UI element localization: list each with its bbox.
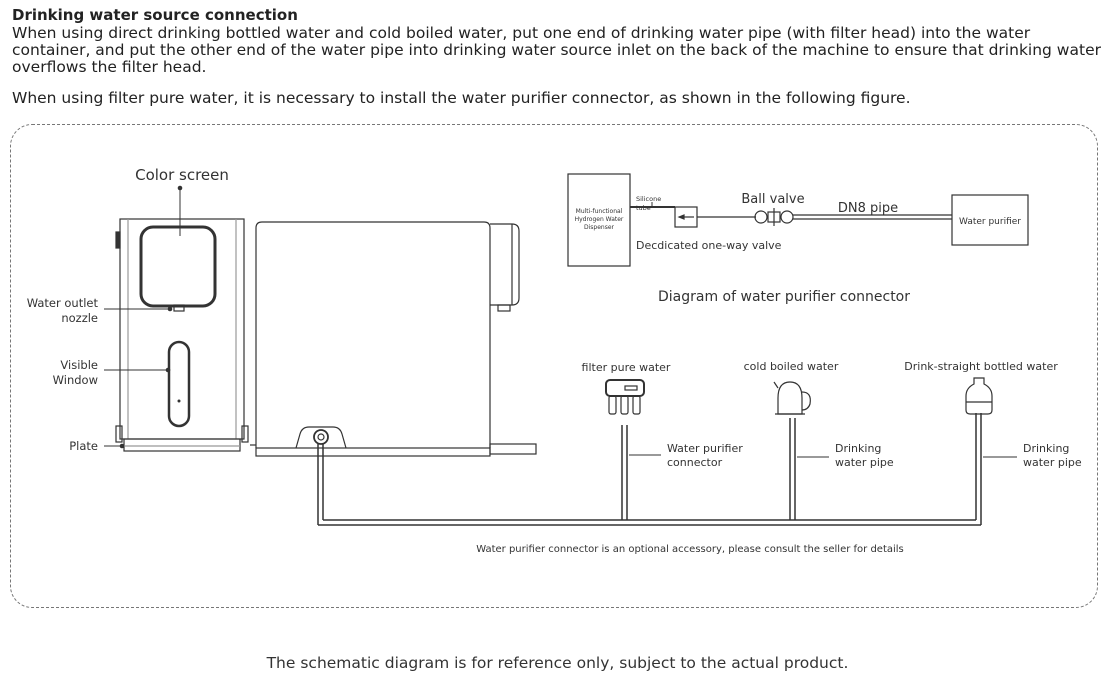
drinking-water-pipes: [317, 413, 982, 526]
window-label-line2: Window: [53, 373, 98, 387]
pipe-label-2-line1: Drinking: [1023, 442, 1069, 455]
dispenser-label-line3: Dispenser: [584, 224, 615, 231]
diagram-frame: [10, 124, 1098, 608]
purifier-diagram-caption: Diagram of water purifier connector: [658, 289, 910, 305]
plate-label: Plate: [69, 439, 98, 453]
color-screen-label: Color screen: [135, 166, 229, 184]
one-way-valve-label: Decdicated one-way valve: [636, 239, 782, 252]
bottled-water-label: Drink-straight bottled water: [904, 360, 1058, 373]
outlet-label-line1: Water outlet: [27, 296, 99, 310]
leader-lines: [104, 188, 1017, 458]
outlet-label-line2: nozzle: [61, 311, 98, 325]
ball-valve-label: Ball valve: [741, 192, 804, 207]
pipe-label-1-line2: water pipe: [835, 456, 894, 469]
water-purifier-label: Water purifier: [959, 217, 1021, 227]
pipe-label-2-line2: water pipe: [1023, 456, 1082, 469]
silicone-label-line2: tube: [636, 204, 651, 212]
section-heading: Drinking water source connection: [12, 6, 298, 24]
purifier-connector-diagram: [567, 173, 1029, 267]
dispenser-label-line1: Multi-functional: [576, 208, 623, 215]
connector-label-line1: Water purifier: [667, 442, 743, 455]
window-label-line1: Visible: [60, 358, 98, 372]
bottle-icon: [965, 377, 993, 415]
cold-boiled-water-label: cold boiled water: [744, 360, 839, 373]
instruction-paragraph-bottled: When using direct drinking bottled water…: [12, 24, 1101, 76]
instruction-paragraph-purifier: When using filter pure water, it is nece…: [12, 89, 911, 107]
machine-front-view: [115, 218, 249, 452]
connector-label-line2: connector: [667, 456, 723, 469]
filter-connector-icon: [605, 379, 645, 415]
disclaimer-footer: The schematic diagram is for reference o…: [266, 654, 849, 672]
dn8-pipe-label: DN8 pipe: [838, 201, 898, 216]
dispenser-label-line2: Hydrogen Water: [575, 216, 624, 223]
machine-side-view: [250, 221, 537, 457]
filter-pure-water-label: filter pure water: [582, 361, 671, 374]
silicone-label-line1: Silicone: [636, 195, 661, 203]
kettle-icon: [773, 381, 811, 415]
pipe-label-1-line1: Drinking: [835, 442, 881, 455]
accessory-note: Water purifier connector is an optional …: [476, 544, 904, 555]
